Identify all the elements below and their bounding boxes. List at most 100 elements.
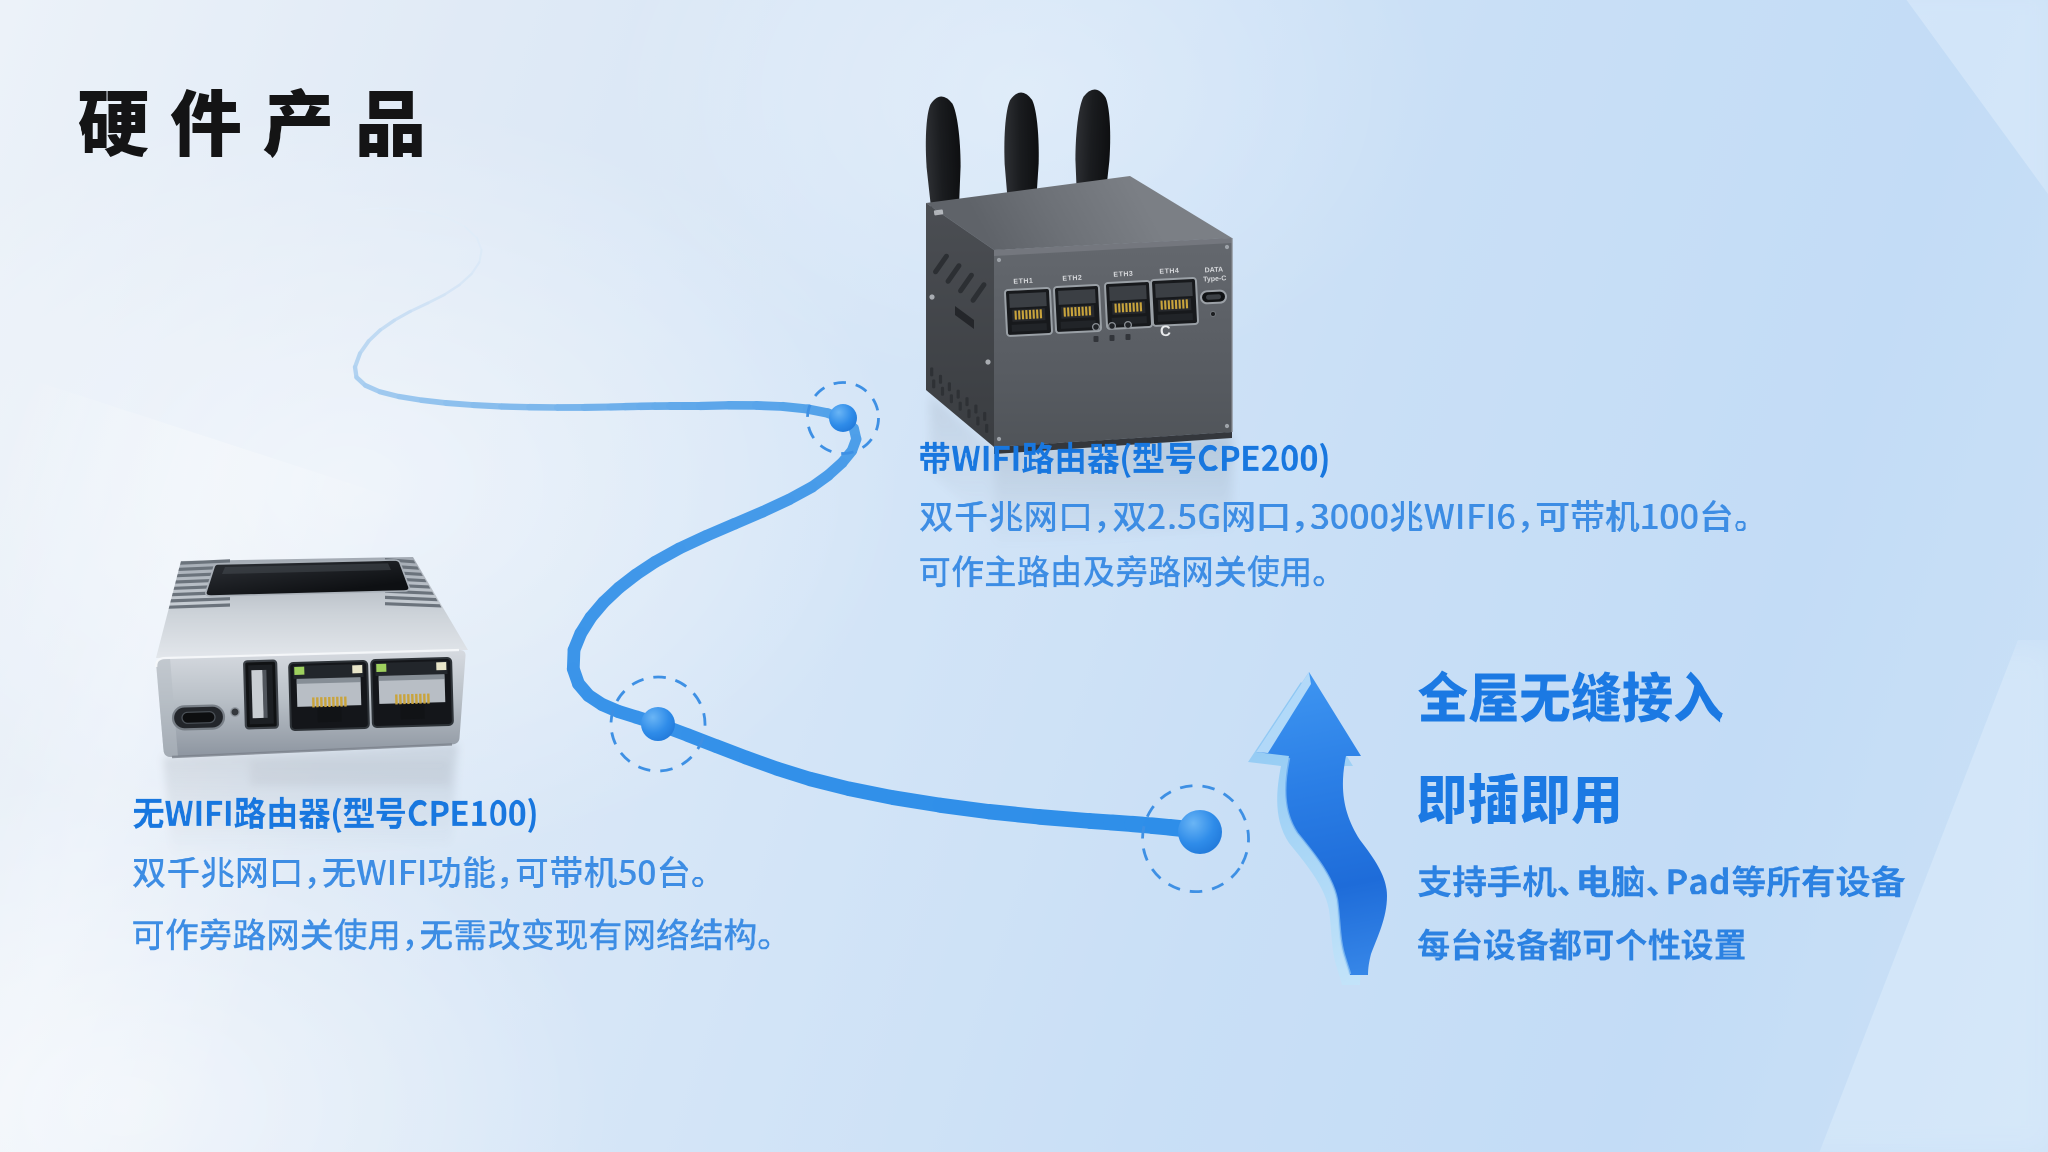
eth-pin xyxy=(316,697,319,708)
eth-pin xyxy=(411,693,414,705)
arrow-3d-edge-light xyxy=(1284,757,1352,975)
flow-node-2 xyxy=(609,675,707,773)
detail-shape xyxy=(1011,323,1047,332)
flow-curve-segment xyxy=(470,261,481,276)
cpe100-feat-0: 双千兆网口，无WIFI功能，可带机50台。 xyxy=(133,856,707,890)
cpe200-top-face xyxy=(926,176,1232,250)
cpe100-name-path xyxy=(133,796,536,833)
detail-shape xyxy=(920,441,1328,478)
cpe200-bottom-vent xyxy=(938,374,943,384)
eth-pin xyxy=(415,693,418,704)
eth-pin xyxy=(1125,303,1128,313)
cpe200-screw xyxy=(929,294,935,300)
cpe200-screw xyxy=(1224,244,1230,250)
cpe200-antenna-3 xyxy=(1075,89,1111,201)
eth-pin xyxy=(1021,310,1025,320)
flow-curve-segment xyxy=(418,397,449,406)
detail-shape xyxy=(1417,773,1619,824)
detail-shape xyxy=(1004,92,1039,205)
flow-curve-segment xyxy=(842,781,901,805)
eth-pin xyxy=(403,694,406,705)
cpe200-bottom-vent xyxy=(976,416,980,426)
eth-pin xyxy=(1167,300,1171,310)
eth-pin xyxy=(399,694,402,705)
eth-pin xyxy=(1035,309,1039,319)
detail-shape xyxy=(376,663,387,672)
cpe200-feat-1-glyphs xyxy=(920,555,1325,588)
detail-shape xyxy=(352,665,363,674)
eth-pin xyxy=(395,694,398,705)
detail-shape xyxy=(1125,334,1131,340)
eth-pin xyxy=(423,693,426,704)
eth-pin xyxy=(1135,302,1139,312)
detail-shape xyxy=(1075,89,1111,201)
cpe100-feat-1: 可作旁路网关使用，无需改变现有网络结构。 xyxy=(133,918,773,952)
cpe100-top-edge-light xyxy=(155,648,460,668)
headline-2-path xyxy=(1417,773,1619,824)
flow-curve-segment xyxy=(932,797,997,820)
cpe100-typec-port xyxy=(171,704,226,731)
detail-shape xyxy=(181,711,216,724)
detail-shape xyxy=(375,661,448,677)
cpe100-left-round xyxy=(156,658,178,758)
eth-pin xyxy=(1032,309,1035,319)
cpe200-bottom-vent xyxy=(932,379,936,389)
cpe100-name-glyphs xyxy=(133,796,536,833)
cpe100-bottom-edge xyxy=(171,743,453,759)
cpe200-screw xyxy=(996,257,1002,263)
cpe200-sd-slot xyxy=(955,306,974,329)
point-1-glyphs xyxy=(1418,865,1906,898)
detail-shape xyxy=(378,674,445,681)
flow-curve-segment xyxy=(402,208,428,213)
cpe100-usb-port xyxy=(243,659,279,730)
cpe100-eth-port-1 xyxy=(288,660,370,731)
cpe100-feat-0-path xyxy=(133,856,704,889)
cpe100-feat-1-path xyxy=(133,918,770,952)
eth-pin xyxy=(1118,303,1121,313)
flow-node-2-dot xyxy=(641,707,675,741)
point-2-glyphs xyxy=(1418,928,1745,961)
eth-pin xyxy=(336,696,339,707)
cpe200-bottom-vent xyxy=(949,394,953,404)
detail-shape xyxy=(1107,321,1117,331)
flow-curve-segment xyxy=(470,402,505,410)
cpe200-vent-slot-2 xyxy=(945,263,962,284)
cpe200-eth-port-3: ETH3 xyxy=(1104,271,1153,330)
eth-pin xyxy=(1114,303,1117,313)
cpe200-antenna-2 xyxy=(1004,92,1039,205)
detail-shape xyxy=(133,856,704,889)
eth-pin xyxy=(1164,300,1167,310)
detail-shape xyxy=(1109,285,1147,301)
headline-2: 即插即用 xyxy=(1417,773,1622,825)
headline-1: 全屋无缝接入 xyxy=(1418,670,1727,723)
cpe200-bottom-vent xyxy=(983,411,987,421)
flow-curve-segment xyxy=(458,272,473,286)
arrow-3d-body xyxy=(1256,672,1387,975)
flow-curve-segment xyxy=(396,393,425,403)
point-1-path xyxy=(1418,865,1906,898)
flow-curve-segment xyxy=(378,318,397,332)
cpe200-eth-label-2: ETH2 xyxy=(1062,275,1082,283)
eth-pin xyxy=(1081,306,1084,316)
eth-pin xyxy=(1084,306,1088,316)
cpe200-base xyxy=(994,432,1232,454)
eth-pin xyxy=(1185,299,1189,309)
cpe200-vent-slot-1 xyxy=(933,253,949,275)
eth-pin xyxy=(1132,302,1135,312)
detail-shape xyxy=(436,662,447,671)
cpe100-fin-right xyxy=(385,602,442,608)
flow-node-1 xyxy=(806,381,880,455)
cpe100-fin-right xyxy=(385,595,438,602)
detail-shape xyxy=(1206,294,1221,300)
eth-pin xyxy=(332,696,335,707)
cpe200-led-2 xyxy=(1107,321,1117,341)
cpe200-feat-0-path xyxy=(920,500,1746,533)
cpe200-eth-label-1: ETH1 xyxy=(1013,278,1033,286)
page-title-path xyxy=(78,88,422,158)
detail-shape xyxy=(296,677,361,684)
eth-pin xyxy=(1025,310,1028,320)
eth-pin xyxy=(1139,302,1143,312)
eth-pin xyxy=(1181,299,1185,309)
cpe200-bottom-vent xyxy=(940,386,945,396)
flow-curve-segment xyxy=(378,207,405,210)
